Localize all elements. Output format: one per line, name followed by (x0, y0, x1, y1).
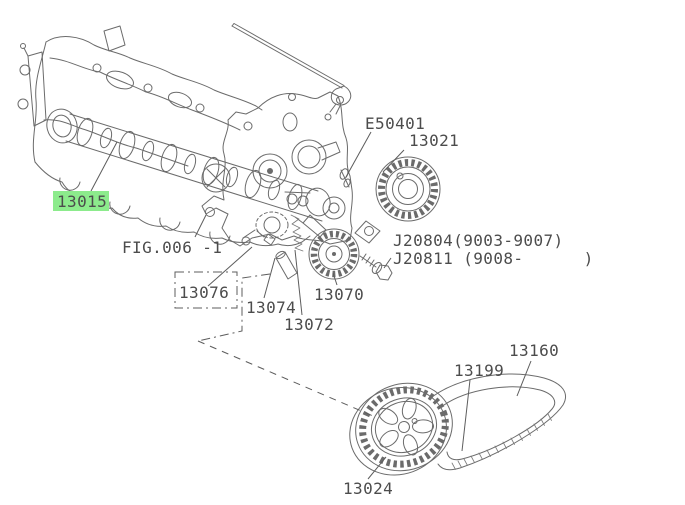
tag-plate-drawing (103, 25, 126, 52)
camshaft-drawing (46, 108, 346, 222)
part-label-13024[interactable]: 13024 (343, 479, 393, 498)
cam-sprocket-13021-drawing (375, 156, 441, 222)
part-label-j20811[interactable]: J20811 (9008- ) (393, 249, 594, 268)
timing-belt-13160-drawing (431, 373, 567, 471)
tensioner-bolt-drawing (359, 253, 393, 281)
routing-dashdot-line (197, 273, 271, 342)
cylinder-head-drawing (32, 36, 311, 247)
figure-reference-label[interactable]: FIG.006 -1 (122, 238, 222, 257)
part-label-13072[interactable]: 13072 (284, 315, 334, 334)
belt-teeth (451, 413, 552, 470)
part-label-13070[interactable]: 13070 (314, 285, 364, 304)
front-housing-drawing (201, 91, 353, 247)
part-label-13199[interactable]: 13199 (454, 361, 504, 380)
part-label-13076[interactable]: 13076 (179, 283, 229, 302)
part-label-e50401[interactable]: E50401 (365, 114, 425, 133)
reference-box-13076 (174, 271, 238, 309)
plunger-13074-drawing (256, 230, 298, 280)
leader-lines (90, 131, 532, 480)
part-label-13015[interactable]: 13015 (57, 192, 107, 211)
part-label-13160[interactable]: 13160 (509, 341, 559, 360)
pulley-sprocket-13024-drawing (349, 382, 453, 476)
part-label-13074[interactable]: 13074 (246, 298, 296, 317)
highlight-box-13015 (53, 191, 109, 211)
bolt-e50401-drawing (339, 168, 351, 188)
tensioner-spring-13072-drawing (290, 214, 304, 252)
part-label-j20804[interactable]: J20804(9003-9007) (393, 231, 564, 250)
part-label-13021[interactable]: 13021 (409, 131, 459, 150)
oil-tube-drawing (231, 23, 352, 121)
tensioner-pulley-13070-drawing (294, 214, 381, 280)
routing-dash-line (197, 340, 374, 417)
mounting-bracket-drawing (17, 43, 47, 127)
